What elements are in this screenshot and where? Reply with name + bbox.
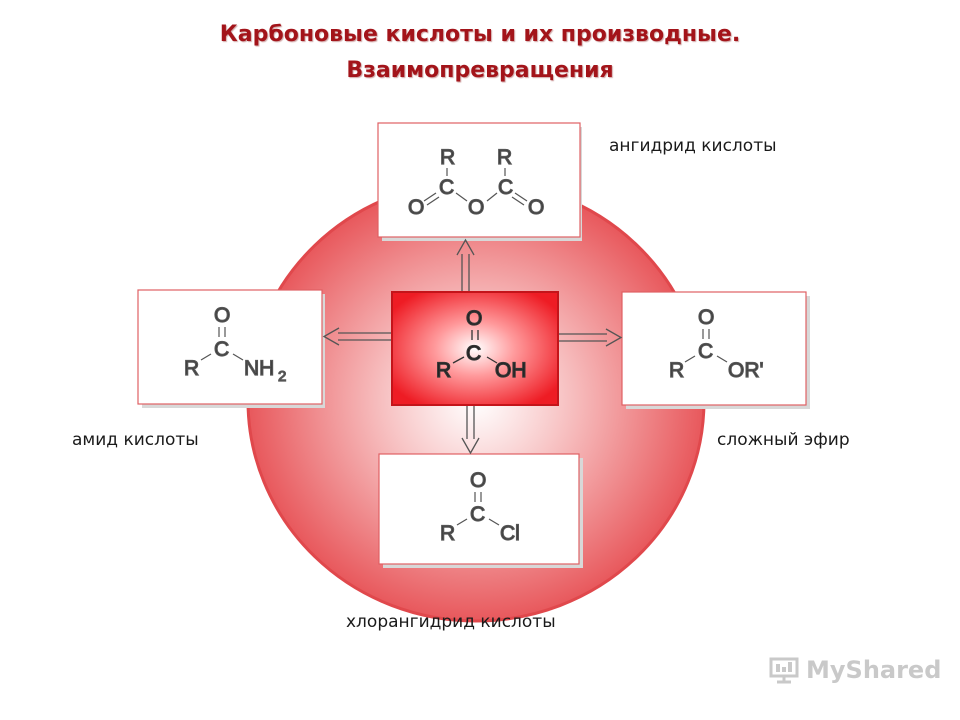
atom-o: O (698, 306, 714, 329)
atom-o3: O (528, 196, 544, 219)
title-line-2: Взаимопревращения (346, 58, 614, 83)
atom-c: C (214, 338, 229, 361)
atom-o: O (470, 469, 486, 492)
atom-o: O (466, 307, 482, 330)
ester-formula: O C R OR' (668, 305, 764, 382)
anhydride-box (377, 122, 582, 241)
logo-text: MyShared (806, 656, 942, 684)
anhydride-formula: R R C C O O O (407, 145, 545, 219)
arrow-up (456, 238, 475, 291)
atom-r: R (436, 359, 451, 382)
label-anhydride: ангидрид кислоты (609, 136, 777, 156)
amide-formula: O C R NH 2 (183, 303, 287, 385)
label-ester: сложный эфир (717, 430, 850, 450)
myshared-logo: MyShared (768, 656, 941, 684)
atom-c2: C (498, 176, 513, 199)
chloride-formula: O C R Cl (439, 468, 520, 545)
label-amide: амид кислоты (72, 430, 199, 450)
atom-r: R (669, 359, 684, 382)
ester-box (621, 291, 810, 409)
atom-c: C (470, 503, 485, 526)
atom-c: C (466, 342, 481, 365)
atom-r1: R (440, 146, 455, 169)
carboxylic-acid-box (391, 291, 559, 406)
atom-o: O (214, 304, 230, 327)
group-oh: OH (495, 359, 527, 382)
atom-c1: C (439, 176, 454, 199)
atom-c: C (698, 340, 713, 363)
arrow-right (559, 328, 623, 347)
amide-box (137, 289, 325, 408)
presentation-board-icon (769, 657, 799, 684)
atom-o2: O (468, 196, 484, 219)
center-formula: O C R OH (435, 306, 527, 382)
group-or: OR' (728, 359, 764, 382)
atom-o1: O (408, 196, 424, 219)
group-nh: NH (244, 357, 274, 380)
atom-r: R (440, 522, 455, 545)
atom-cl: Cl (500, 522, 520, 545)
chloride-box (378, 453, 583, 568)
atom-r: R (184, 357, 199, 380)
arrow-left (322, 327, 391, 346)
subscript-2: 2 (278, 368, 286, 385)
arrow-down (461, 406, 480, 455)
atom-r2: R (497, 146, 512, 169)
label-chloride: хлорангидрид кислоты (346, 612, 556, 632)
title-line-1: Карбоновые кислоты и их производные. (219, 22, 741, 47)
